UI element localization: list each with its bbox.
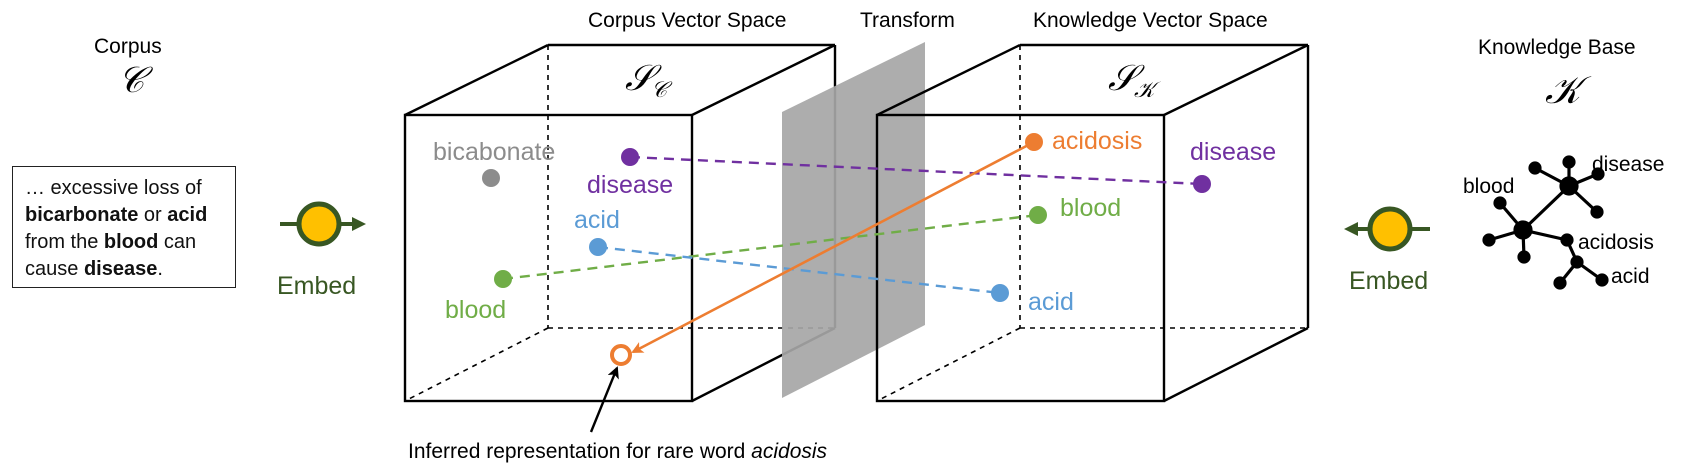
knowledge-graph (1482, 155, 1609, 290)
label-disease-kb: disease (1190, 138, 1276, 166)
point-acid-kb (991, 284, 1009, 302)
doc-line-1: … excessive loss of (25, 175, 223, 202)
point-blood-kb (1029, 206, 1047, 224)
point-acid-corpus (589, 238, 607, 256)
corpus-title: Corpus (94, 35, 162, 58)
doc-text: or (138, 204, 168, 226)
knowledge-vector-space-title: Knowledge Vector Space (1033, 9, 1268, 32)
point-blood-corpus (494, 270, 512, 288)
doc-text: . (157, 258, 163, 280)
doc-text: … excessive loss of (25, 177, 202, 199)
graph-label-blood: blood (1463, 175, 1514, 198)
graph-label-disease: disease (1592, 153, 1664, 176)
corpus-space-subscript: 𝒞 (651, 78, 673, 103)
label-bicabonate: bicabonate (433, 138, 555, 166)
doc-text: from the (25, 231, 104, 253)
graph-label-acidosis: acidosis (1578, 231, 1654, 254)
caption-word: acidosis (751, 440, 827, 463)
doc-word-blood: blood (103, 231, 159, 253)
knowledge-vector-space-cube (875, 43, 1310, 403)
point-disease-corpus (621, 148, 639, 166)
doc-line-4: cause disease. (25, 256, 223, 283)
point-disease-kb (1193, 175, 1211, 193)
point-acidosis-inferred (610, 344, 632, 366)
label-acid-corpus: acid (574, 206, 620, 234)
doc-word-bicarbonate: bicarbonate (25, 204, 139, 226)
acidosis-inference-arrow (631, 140, 1035, 354)
caption-pointer-arrow (589, 366, 619, 433)
knowledge-base-symbol: 𝒦 (1545, 68, 1592, 112)
corpus-symbol: 𝒞 (118, 60, 154, 101)
label-blood-corpus: blood (445, 296, 506, 324)
knowledge-base-title: Knowledge Base (1478, 36, 1636, 59)
embed-left-icon (280, 201, 366, 247)
label-disease-corpus: disease (587, 171, 673, 199)
doc-text: can (158, 231, 197, 253)
label-blood-kb: blood (1060, 194, 1121, 222)
corpus-vector-space-title: Corpus Vector Space (588, 9, 786, 32)
graph-label-acid: acid (1611, 265, 1650, 288)
disease-link (629, 155, 1203, 186)
transform-plane (782, 42, 925, 398)
point-bicabonate (482, 169, 500, 187)
blood-link (502, 213, 1039, 281)
caption: Inferred representation for rare word ac… (408, 440, 828, 463)
knowledge-space-subscript: 𝒦 (1134, 78, 1161, 103)
label-acid-kb: acid (1028, 288, 1074, 316)
point-acidosis-kb (1025, 133, 1043, 151)
label-acidosis-kb: acidosis (1052, 127, 1142, 155)
doc-text: cause (25, 258, 84, 280)
doc-line-3: from the blood can (25, 229, 223, 256)
doc-word-disease: disease (83, 258, 158, 280)
doc-line-2: bicarbonate or acid (25, 202, 223, 229)
caption-prefix: Inferred representation for rare word (408, 440, 751, 463)
embed-right-icon (1344, 206, 1430, 252)
corpus-document-box: … excessive loss of bicarbonate or acid … (12, 166, 236, 288)
transform-label: Transform (860, 9, 955, 32)
doc-word-acid: acid (167, 204, 208, 226)
embed-left-label: Embed (277, 272, 356, 300)
embed-right-label: Embed (1349, 267, 1428, 295)
